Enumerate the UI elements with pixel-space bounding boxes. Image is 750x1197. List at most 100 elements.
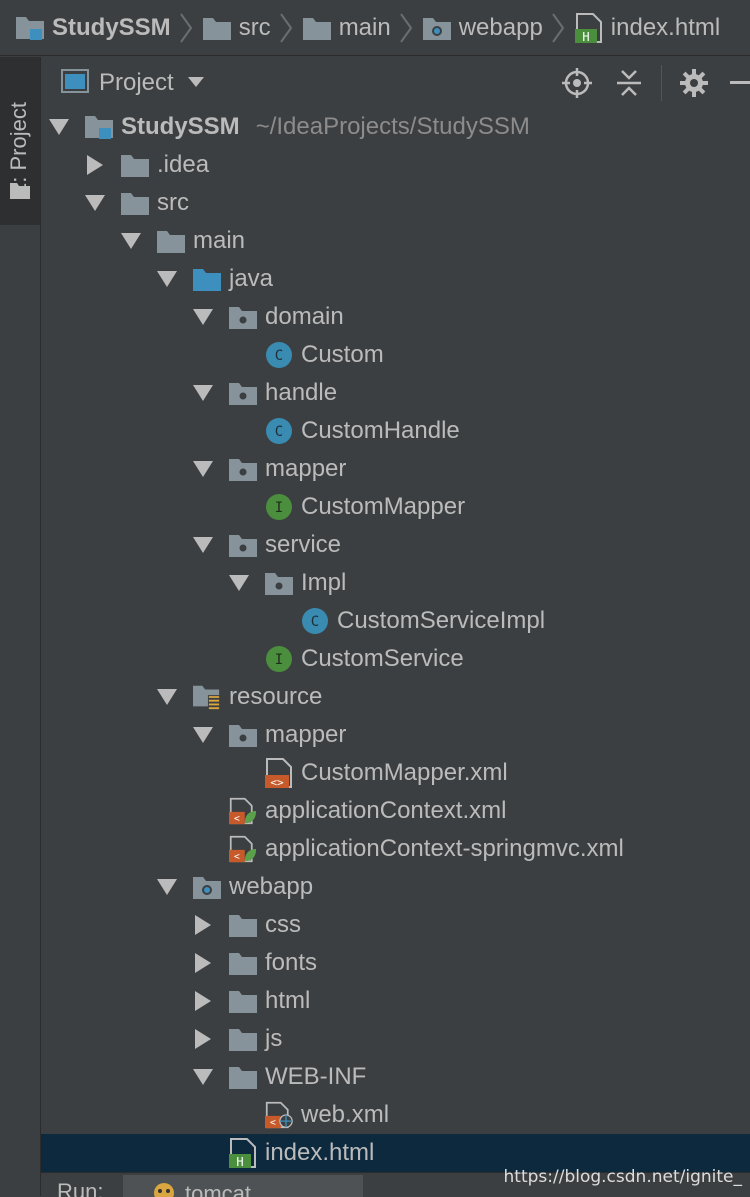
project-tool-window-tab[interactable]: 1: Project (0, 57, 40, 225)
expand-toggle-collapsed[interactable] (193, 953, 213, 973)
watermark: https://blog.csdn.net/ignite_ (503, 1167, 742, 1187)
breadcrumb-label: StudySSM (52, 13, 171, 41)
tree-node-domain[interactable]: domain (41, 298, 750, 336)
project-view-selector-label[interactable]: Project (99, 69, 174, 96)
expand-toggle-expanded[interactable] (193, 383, 213, 403)
toolbar-divider (661, 65, 662, 101)
expand-toggle-expanded[interactable] (193, 535, 213, 555)
expand-toggle-expanded[interactable] (85, 193, 105, 213)
breadcrumb-item-main[interactable]: main (302, 14, 391, 42)
web-xml-icon: < (265, 1101, 293, 1129)
tree-node-label: html (265, 987, 311, 1014)
tree-node-applicationcontext-springmvc-xml[interactable]: <applicationContext-springmvc.xml (41, 830, 750, 868)
breadcrumb-separator-icon (279, 12, 293, 43)
expand-toggle-collapsed[interactable] (193, 915, 213, 935)
chevron-right-icon (195, 915, 211, 935)
tree-node-handle[interactable]: handle (41, 374, 750, 412)
expand-toggle-expanded[interactable] (193, 725, 213, 745)
chevron-down-icon[interactable] (187, 74, 204, 92)
run-label: Run: (57, 1179, 104, 1197)
tree-node-service[interactable]: service (41, 526, 750, 564)
expand-toggle-expanded[interactable] (157, 269, 177, 289)
tree-node-label: CustomHandle (301, 417, 460, 444)
expand-toggle-expanded[interactable] (157, 877, 177, 897)
tree-node-html[interactable]: html (41, 982, 750, 1020)
breadcrumb-item-webapp[interactable]: webapp (422, 14, 543, 42)
tree-node-applicationcontext-xml[interactable]: < applicationContext.xml (41, 792, 750, 830)
tree-node-label: mapper (265, 455, 347, 482)
tree-node-studyssm[interactable]: StudySSM~/IdeaProjects/StudySSM (41, 108, 750, 146)
web-folder-icon (193, 873, 221, 901)
expand-toggle-expanded[interactable] (193, 307, 213, 327)
folder-icon (121, 151, 149, 179)
breadcrumb-label: src (238, 13, 271, 41)
tree-node-js[interactable]: js (41, 1020, 750, 1058)
hide-panel-button[interactable] (720, 81, 750, 85)
chevron-down-icon (157, 689, 177, 705)
html-file-icon: H (574, 12, 603, 43)
tree-node-src[interactable]: src (41, 184, 750, 222)
package-icon (229, 303, 257, 331)
settings-button[interactable] (668, 69, 720, 97)
expand-toggle-expanded[interactable] (49, 117, 69, 137)
tree-node-label: src (157, 189, 189, 216)
tree-node-impl[interactable]: Impl (41, 564, 750, 602)
tree-node-css[interactable]: css (41, 906, 750, 944)
tree-node-resource[interactable]: resource (41, 678, 750, 716)
expand-toggle-expanded[interactable] (121, 231, 141, 251)
expand-toggle-collapsed[interactable] (193, 991, 213, 1011)
tree-node-label: applicationContext-springmvc.xml (265, 835, 624, 862)
run-tab-tomcat[interactable]: tomcat (123, 1175, 363, 1197)
left-tool-strip: 1: Project (0, 57, 41, 1196)
web-folder-icon (422, 16, 451, 40)
tree-node-path-hint: ~/IdeaProjects/StudySSM (255, 113, 530, 140)
tree-node-custommapper-xml[interactable]: <>CustomMapper.xml (41, 754, 750, 792)
tree-node-mapper[interactable]: mapper (41, 716, 750, 754)
collapse-all-button[interactable] (603, 68, 655, 98)
tree-node-customhandle[interactable]: C CustomHandle (41, 412, 750, 450)
crosshair-icon (562, 68, 592, 98)
run-tab-label: tomcat (185, 1181, 252, 1197)
locate-file-button[interactable] (551, 68, 603, 98)
gear-icon (680, 69, 708, 97)
tree-node-idea[interactable]: .idea (41, 146, 750, 184)
expand-toggle-collapsed[interactable] (85, 155, 105, 175)
tree-node-java[interactable]: java (41, 260, 750, 298)
tree-node-webapp[interactable]: webapp (41, 868, 750, 906)
folder-icon (302, 16, 331, 40)
expand-toggle-collapsed[interactable] (193, 1029, 213, 1049)
expand-toggle-expanded[interactable] (193, 1067, 213, 1087)
svg-text:C: C (275, 424, 283, 440)
tree-node-mapper[interactable]: mapper (41, 450, 750, 488)
folder-icon (157, 227, 185, 255)
tree-node-fonts[interactable]: fonts (41, 944, 750, 982)
package-icon (265, 569, 293, 597)
collapse-all-icon (617, 70, 641, 96)
tree-node-label: applicationContext.xml (265, 797, 507, 824)
xml-file-icon: <> (265, 758, 293, 788)
minimize-icon (730, 81, 750, 84)
chevron-right-icon (195, 1029, 211, 1049)
expand-toggle-expanded[interactable] (229, 573, 249, 593)
breadcrumb-item-studyssm[interactable]: StudySSM (16, 14, 171, 42)
project-panel-header: Project (41, 57, 750, 109)
folder-icon (229, 1063, 257, 1091)
spring-xml-icon: < (229, 797, 257, 825)
breadcrumb-item-src[interactable]: src (202, 13, 271, 42)
expand-toggle-expanded[interactable] (157, 687, 177, 707)
breadcrumb-separator-icon (399, 12, 413, 43)
tree-node-main[interactable]: main (41, 222, 750, 260)
folder-icon (229, 1025, 257, 1053)
tree-node-web-xml[interactable]: <web.xml (41, 1096, 750, 1134)
tree-node-web-inf[interactable]: WEB-INF (41, 1058, 750, 1096)
svg-text:I: I (275, 652, 283, 668)
project-tree: StudySSM~/IdeaProjects/StudySSM.idea src m… (41, 108, 750, 1172)
expand-toggle-expanded[interactable] (193, 459, 213, 479)
